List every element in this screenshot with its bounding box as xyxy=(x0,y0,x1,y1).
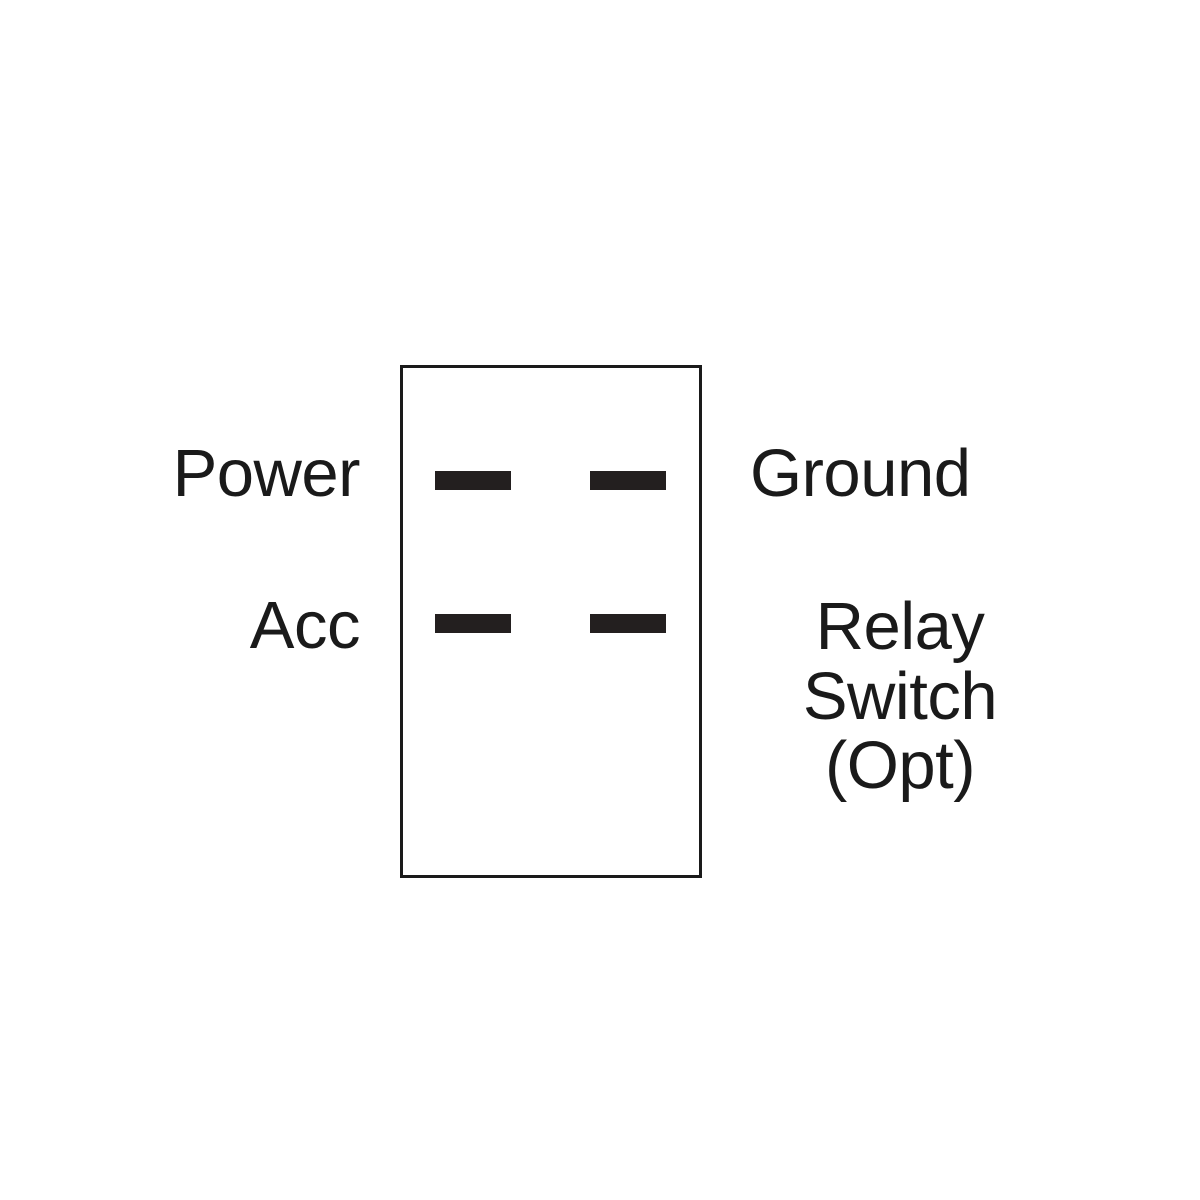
terminal-bottom-left xyxy=(435,614,511,633)
terminal-top-left xyxy=(435,471,511,490)
terminal-top-right xyxy=(590,471,666,490)
label-relay-line-3: (Opt) xyxy=(824,728,976,804)
label-power: Power xyxy=(172,436,361,511)
label-ground: Ground xyxy=(750,436,971,511)
label-relay-switch-opt: Relay Switch (Opt) xyxy=(740,592,1060,801)
label-acc: Acc xyxy=(249,588,361,663)
terminal-bottom-right xyxy=(590,614,666,633)
label-relay-line-2: Switch xyxy=(802,658,998,734)
label-relay-line-1: Relay xyxy=(815,589,985,664)
